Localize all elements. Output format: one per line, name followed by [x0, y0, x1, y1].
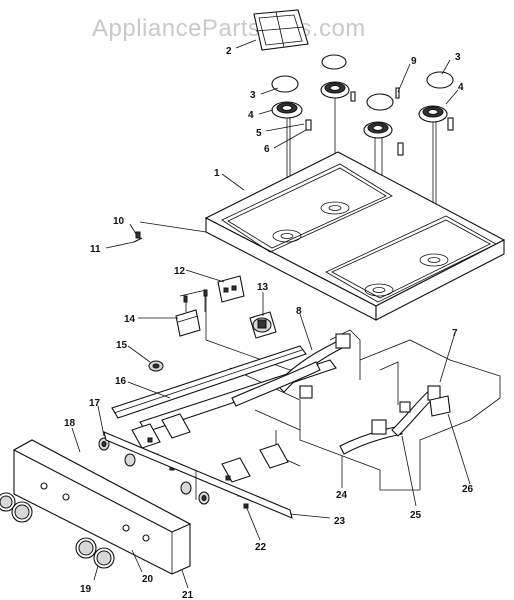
watermark-text: AppliancePartsPros.com — [92, 15, 366, 42]
callout-10: 10 — [113, 216, 125, 227]
callout-22: 22 — [255, 542, 267, 553]
callout-3-right: 3 — [455, 52, 461, 63]
callout-26: 26 — [462, 484, 474, 495]
callout-4-left: 4 — [248, 110, 254, 121]
callout-labels: 2 3 3 4 4 5 6 7 8 9 1 10 11 12 13 14 15 … — [64, 46, 474, 600]
callout-18: 18 — [64, 418, 76, 429]
callout-23: 23 — [334, 516, 346, 527]
callout-8: 8 — [296, 306, 302, 317]
callout-21: 21 — [182, 590, 194, 600]
callout-25: 25 — [410, 510, 422, 521]
callout-2: 2 — [226, 46, 232, 57]
burner-tube-8 — [231, 333, 351, 407]
callout-16: 16 — [115, 376, 127, 387]
callout-24: 24 — [336, 490, 348, 501]
callout-14: 14 — [124, 314, 136, 325]
callout-15: 15 — [116, 340, 128, 351]
mounting-bracket-26 — [429, 395, 451, 417]
knob-4 — [93, 547, 115, 569]
burner-head-left — [271, 101, 303, 119]
callout-13: 13 — [257, 282, 269, 293]
burner-head-mid — [363, 121, 393, 139]
callout-4-right: 4 — [458, 82, 464, 93]
spark-module — [249, 311, 277, 339]
control-panel — [12, 439, 192, 575]
burner-cap-right — [426, 71, 454, 89]
chassis-outline — [139, 221, 501, 491]
callout-19: 19 — [80, 584, 92, 595]
burner-cap-rear — [321, 54, 347, 70]
callout-9: 9 — [411, 56, 417, 67]
valve-bracket — [217, 275, 245, 303]
igniter-parts — [305, 87, 454, 156]
callout-3-left: 3 — [250, 90, 256, 101]
burner-head-right — [418, 105, 448, 123]
callout-17: 17 — [89, 398, 101, 409]
front-rail — [103, 431, 293, 519]
screw-11 — [133, 231, 143, 243]
callout-20: 20 — [142, 574, 154, 585]
cooktop-panel — [204, 151, 506, 321]
burner-head-rear — [320, 81, 350, 99]
callout-7: 7 — [452, 328, 458, 339]
burner-cap-left — [271, 75, 299, 93]
callout-12: 12 — [174, 266, 186, 277]
orifice-fitting — [148, 360, 164, 372]
callout-1: 1 — [214, 168, 220, 179]
callout-11: 11 — [90, 244, 101, 255]
burner-tube-24 — [339, 419, 403, 455]
burner-cap-mid — [366, 93, 394, 111]
leader-lines — [71, 39, 471, 589]
knob-1 — [0, 492, 16, 512]
burner-grate — [253, 9, 309, 51]
knob-2 — [11, 501, 33, 523]
callout-6: 6 — [264, 144, 270, 155]
knob-3 — [75, 537, 97, 559]
mounting-bracket — [175, 289, 208, 337]
callout-5: 5 — [256, 128, 262, 139]
